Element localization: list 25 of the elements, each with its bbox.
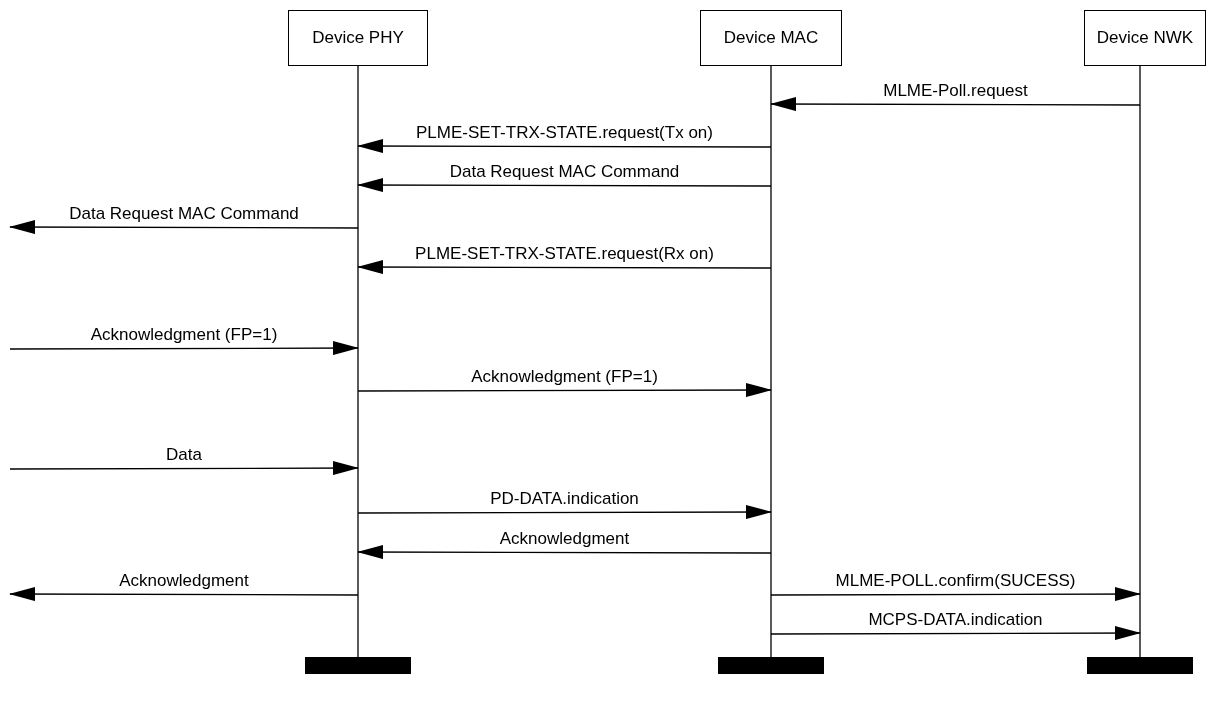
message-label: Acknowledgment (FP=1) [88,325,280,345]
message-label: Acknowledgment (FP=1) [469,367,660,387]
message-label: PLME-SET-TRX-STATE.request(Tx on) [414,123,715,143]
message-arrow [357,383,772,398]
participant-box: Device PHY [288,10,428,66]
message-arrow [357,139,772,154]
participant-box: Device MAC [700,10,842,66]
message-arrow [770,97,1141,112]
message-arrow [357,260,772,275]
message-label: PLME-SET-TRX-STATE.request(Rx on) [413,244,716,264]
participant-box: Device NWK [1084,10,1206,66]
message-arrow [770,626,1141,641]
message-arrow [357,505,772,520]
message-arrow [9,220,359,235]
message-label: Data Request MAC Command [67,204,301,224]
message-label: MLME-Poll.request [881,81,1030,101]
message-label: Acknowledgment [497,529,632,549]
message-arrow [9,341,359,356]
message-arrow [9,461,359,476]
message-arrow [357,545,772,560]
message-arrow [9,587,359,602]
message-arrow [357,178,772,193]
message-label: Acknowledgment [117,571,251,591]
message-arrow [770,587,1141,602]
message-label: MLME-POLL.confirm(SUCESS) [833,571,1078,591]
